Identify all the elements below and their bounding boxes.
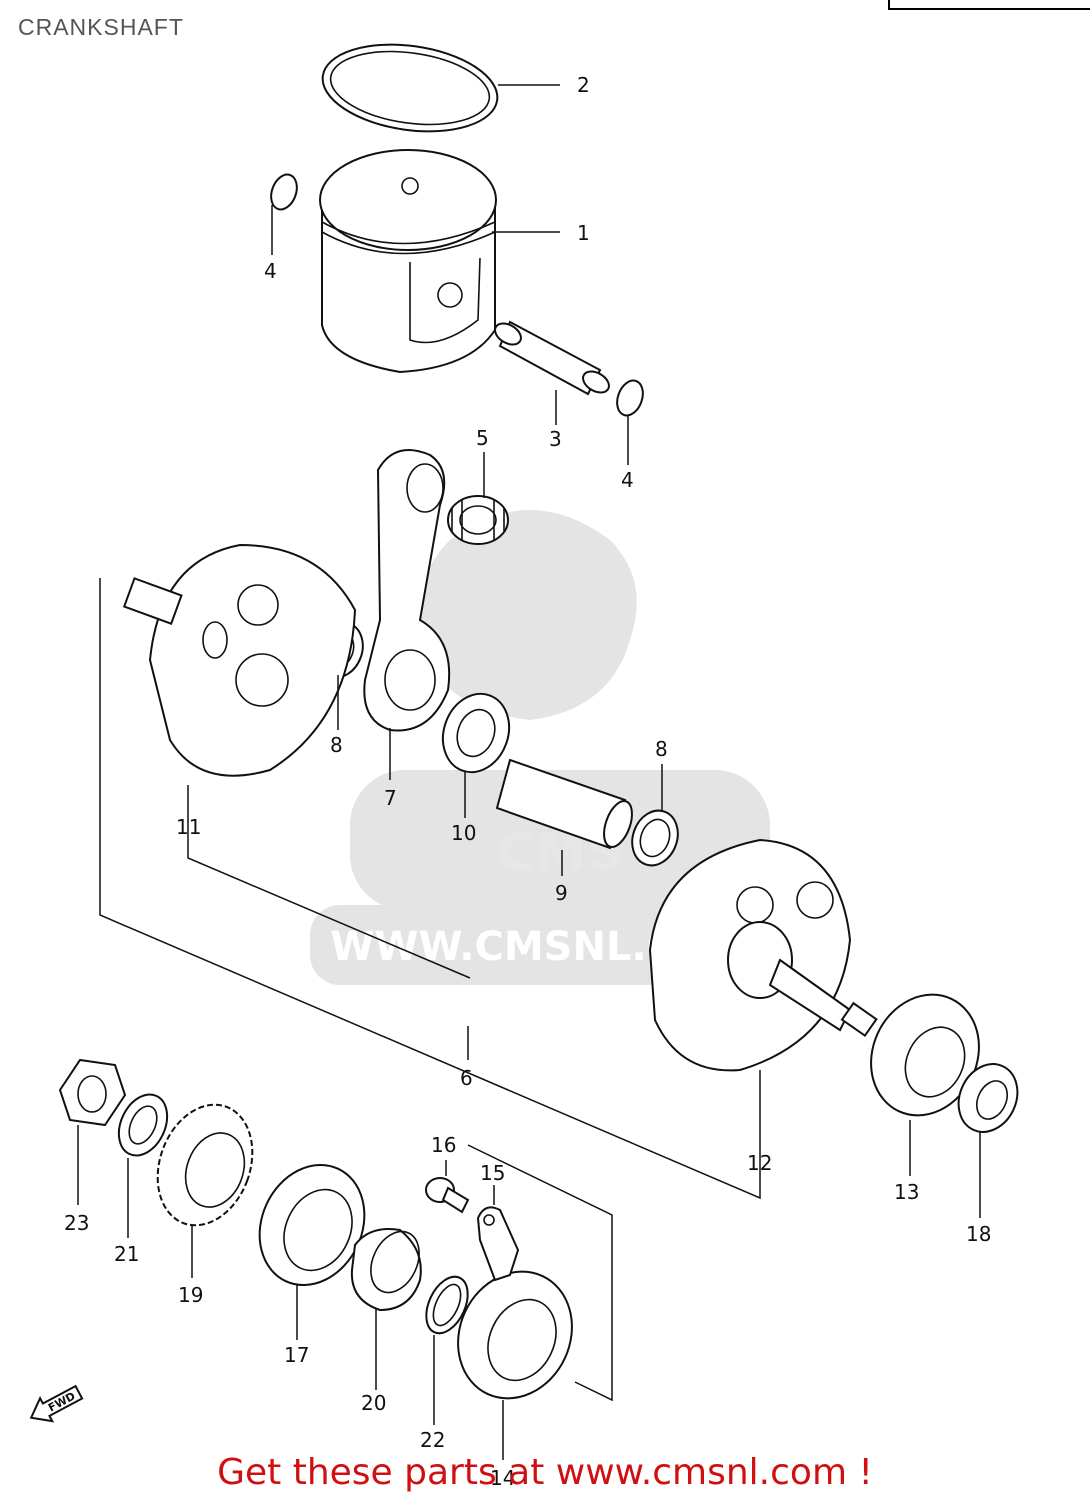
- circlip-left: [270, 173, 298, 211]
- part-label-8-left: 8: [330, 733, 343, 757]
- part-label-15: 15: [480, 1161, 505, 1185]
- part-label-5: 5: [476, 426, 489, 450]
- left-main-bearing: [457, 1270, 573, 1400]
- part-label-20: 18: [966, 1222, 991, 1246]
- crankshaft-nut: [58, 1058, 127, 1127]
- part-label-1: 1: [577, 221, 590, 245]
- part-label-11: 11: [176, 815, 201, 839]
- part-label-6: 6: [460, 1066, 473, 1090]
- page-title: CRANKSHAFT: [18, 14, 184, 40]
- part-label-22: 23: [64, 1211, 89, 1235]
- part-label-10: 10: [451, 821, 476, 845]
- part-label-17: 22: [420, 1428, 445, 1452]
- leader-lines: [77, 84, 981, 1460]
- retainer-bolt: [425, 1177, 470, 1214]
- forward-arrow-icon: FWD: [29, 1384, 84, 1423]
- piston: [319, 149, 497, 374]
- big-end-bearing: [441, 692, 511, 774]
- connecting-rod: [363, 449, 451, 732]
- part-label-21: 19: [178, 1283, 203, 1307]
- o-ring: [425, 1275, 469, 1335]
- primary-drive-gear: [156, 1103, 254, 1227]
- assembly-frame-lines: [99, 578, 761, 1402]
- bearing-retainer: [476, 1206, 520, 1282]
- part-labels: 2 1 4 3 4 5 8 7 8 10 11 9 6 12 13 18 16 …: [64, 73, 991, 1490]
- part-label-16: 16: [431, 1133, 456, 1157]
- part-label-18: 20: [361, 1391, 386, 1415]
- part-label-9: 9: [555, 881, 568, 905]
- right-crank-half: [648, 838, 878, 1072]
- crank-pin: [495, 758, 633, 850]
- part-label-13: 13: [894, 1180, 919, 1204]
- nut-washer: [117, 1093, 169, 1157]
- part-label-19: 17: [284, 1343, 309, 1367]
- part-label-12: 12: [747, 1151, 772, 1175]
- piston-pin: [494, 320, 610, 396]
- part-label-14: 14: [490, 1466, 515, 1490]
- part-label-3: 3: [549, 427, 562, 451]
- part-label-4-left: 4: [264, 259, 277, 283]
- corner-frame: [888, 0, 1090, 10]
- part-label-2: 2: [577, 73, 590, 97]
- part-label-7: 7: [384, 786, 397, 810]
- left-oil-seal: [258, 1163, 366, 1287]
- part-label-8-right: 8: [655, 737, 668, 761]
- part-label-4-right: 4: [621, 468, 634, 492]
- circlip-right: [616, 379, 644, 417]
- small-end-bearing: [447, 495, 509, 545]
- piston-ring: [321, 43, 499, 133]
- left-crank-half: [122, 543, 357, 777]
- right-oil-seal: [957, 1063, 1019, 1133]
- thrust-washer-right: [631, 809, 679, 867]
- footer-promo-text[interactable]: Get these parts at www.cmsnl.com !: [217, 1452, 873, 1493]
- part-label-23: 21: [114, 1242, 139, 1266]
- spacer: [350, 1228, 422, 1312]
